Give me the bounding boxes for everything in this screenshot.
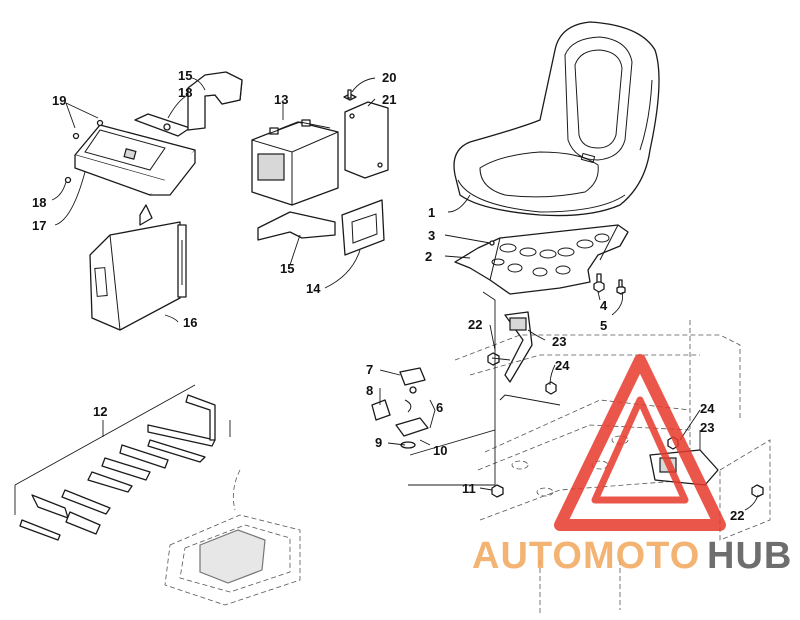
callout-23-upper: 23 — [552, 334, 566, 349]
callout-18-lower: 18 — [32, 195, 46, 210]
callout-21: 21 — [382, 92, 396, 107]
callout-3: 3 — [428, 228, 435, 243]
watermark-triangle-icon — [554, 354, 726, 531]
callout-1: 1 — [428, 205, 435, 220]
callout-19: 19 — [52, 93, 66, 108]
battery-pad-top — [187, 71, 243, 131]
battery-cover — [343, 89, 389, 179]
seat-latch — [371, 367, 429, 449]
callout-24-lower: 24 — [700, 401, 715, 416]
callout-9: 9 — [375, 435, 382, 450]
callout-20: 20 — [382, 70, 396, 85]
callout-labels: 1 2 3 4 5 6 7 8 9 10 11 12 13 14 15 15 1… — [32, 68, 744, 523]
seat-fasteners — [489, 240, 626, 295]
callout-5: 5 — [600, 318, 607, 333]
callout-8: 8 — [366, 383, 373, 398]
seat-belt-bracket — [487, 311, 561, 406]
callout-23-lower: 23 — [700, 420, 714, 435]
callout-22-upper: 22 — [468, 317, 482, 332]
seat-base-plate — [454, 224, 629, 295]
battery-tray — [64, 113, 196, 196]
battery-pad-bottom — [257, 199, 385, 256]
callout-4: 4 — [600, 298, 608, 313]
callout-11: 11 — [462, 481, 476, 496]
battery — [251, 119, 339, 206]
callout-13: 13 — [274, 92, 288, 107]
tool-kit-leader — [14, 384, 231, 515]
callout-24-upper: 24 — [555, 358, 570, 373]
watermark-text-part2: HUB — [707, 535, 792, 577]
callout-15-top: 15 — [178, 68, 192, 83]
callout-10: 10 — [433, 443, 447, 458]
vehicle-frame — [454, 320, 771, 615]
callout-22-lower: 22 — [730, 508, 744, 523]
bolt-11 — [491, 484, 504, 498]
tool-kit — [19, 394, 216, 541]
callout-6: 6 — [436, 400, 443, 415]
callout-15-bottom: 15 — [280, 261, 294, 276]
callout-2: 2 — [425, 249, 432, 264]
watermark-logo: AUTOMOTO HUB — [472, 354, 792, 577]
callout-12: 12 — [93, 404, 107, 419]
leader-lines — [51, 77, 759, 511]
tool-tray-outline — [164, 469, 301, 606]
watermark-text-part1: AUTOMOTO — [472, 535, 700, 577]
callout-17: 17 — [32, 218, 46, 233]
callout-16: 16 — [183, 315, 197, 330]
callout-18-upper: 18 — [178, 85, 192, 100]
battery-box — [89, 204, 187, 331]
callout-14: 14 — [306, 281, 321, 296]
callout-7: 7 — [366, 362, 373, 377]
seat — [453, 21, 660, 217]
